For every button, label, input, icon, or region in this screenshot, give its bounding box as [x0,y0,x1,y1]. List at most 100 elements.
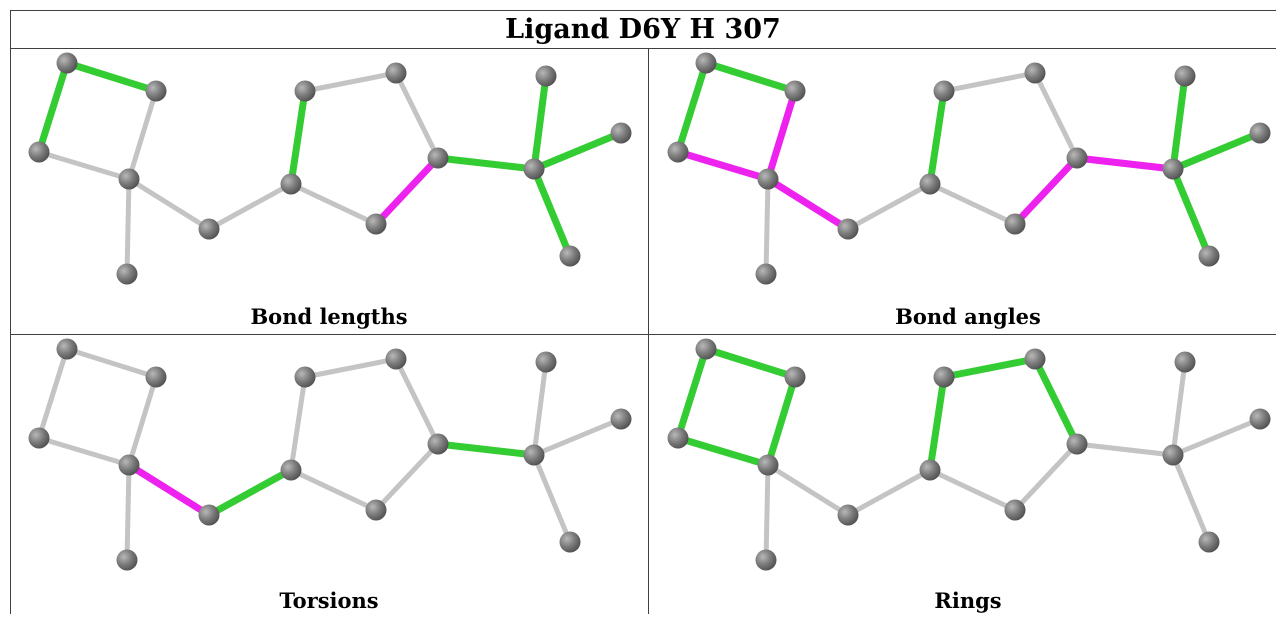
molecule-panel-torsions [28,338,632,571]
bond-j-l-green [1169,129,1264,173]
atom-a [695,52,717,74]
bond-h-i-magenta [372,154,442,228]
atom-l [1249,408,1271,430]
bond-f-h-plain [288,181,379,227]
bond-g-n-plain [941,70,1038,94]
caption-bond-lengths: Bond lengths [250,303,408,329]
bond-j-m-green [530,165,574,260]
bond-g-n-plain [302,70,399,94]
atom-b [784,80,806,102]
atom-o [116,263,138,285]
atom-j [1162,444,1184,466]
atom-d [757,168,779,190]
bond-e-f-plain [206,181,294,232]
bond-c-d-green [674,434,772,469]
border-top [10,10,1276,11]
atom-a [56,52,78,74]
atom-f [919,173,941,195]
atom-e [198,218,220,240]
bond-b-d-plain [126,88,159,182]
bond-e-f-plain [845,181,933,232]
bond-a-b-plain [64,346,159,380]
bond-j-l-plain [1170,416,1263,458]
atom-j [523,158,545,180]
bond-j-k-green [530,72,550,173]
title-divider [10,48,1276,49]
bond-g-n-green [940,355,1039,381]
bond-i-j-plain [1074,441,1176,458]
atom-h [365,213,387,235]
caption-rings: Rings [934,587,1002,613]
atom-m [1198,245,1220,267]
row-divider [10,334,1276,335]
atom-g [294,366,316,388]
atom-n [385,62,407,84]
atom-n [385,348,407,370]
bond-d-o-plain [124,176,132,277]
atom-k [535,351,557,373]
bond-j-m-green [1169,165,1213,260]
bond-d-e-plain [126,176,212,232]
bond-c-d-plain [36,435,132,468]
molecule-panel-bond-lengths [28,52,632,285]
atom-c [28,141,50,163]
bond-b-d-green [764,373,799,469]
bond-a-c-green [674,59,710,156]
bond-f-h-plain [288,467,379,513]
molecule-panel-bond-angles [667,52,1271,285]
bond-e-f-plain [845,467,933,518]
bond-n-i-plain [393,356,441,447]
atom-n [1024,348,1046,370]
atom-b [145,80,167,102]
atom-m [559,245,581,267]
bond-j-l-green [530,129,625,173]
atom-b [784,366,806,388]
bond-i-j-green [434,154,538,173]
atom-a [56,338,78,360]
bond-a-b-green [702,59,799,95]
atom-b [145,366,167,388]
atom-i [1066,147,1088,169]
bond-h-i-plain [373,441,441,513]
bond-j-m-plain [1170,452,1212,545]
border-left [10,10,11,614]
bond-j-m-plain [531,452,573,545]
atom-g [294,80,316,102]
bond-c-d-plain [36,149,132,182]
bond-a-c-green [674,345,710,442]
atom-l [610,408,632,430]
atom-f [280,459,302,481]
bond-f-g-green [926,373,948,474]
atom-n [1024,62,1046,84]
atom-g [933,80,955,102]
atom-k [1174,351,1196,373]
atom-j [1162,158,1184,180]
bond-f-g-plain [288,374,308,473]
bond-j-l-plain [531,416,624,458]
atom-c [28,427,50,449]
bond-h-i-magenta [1011,154,1081,228]
atom-o [755,549,777,571]
bond-i-j-green [434,440,538,459]
caption-bond-angles: Bond angles [895,303,1041,329]
bond-b-d-plain [126,374,159,468]
atom-f [280,173,302,195]
bond-c-d-magenta [674,148,772,183]
bond-d-o-plain [124,462,132,563]
bond-b-d-magenta [764,87,799,183]
bond-f-h-plain [927,181,1018,227]
atom-o [755,263,777,285]
atom-d [757,454,779,476]
molecule-panel-rings [667,338,1271,571]
atom-h [365,499,387,521]
atom-c [667,141,689,163]
caption-torsions: Torsions [279,587,379,613]
bond-n-i-green [1031,355,1081,448]
bond-f-g-green [926,87,948,188]
bond-i-j-magenta [1073,154,1177,173]
atom-j [523,444,545,466]
figure-title: Ligand D6Y H 307 [505,13,781,45]
bond-a-b-green [63,59,160,95]
atom-d [118,168,140,190]
atom-f [919,459,941,481]
